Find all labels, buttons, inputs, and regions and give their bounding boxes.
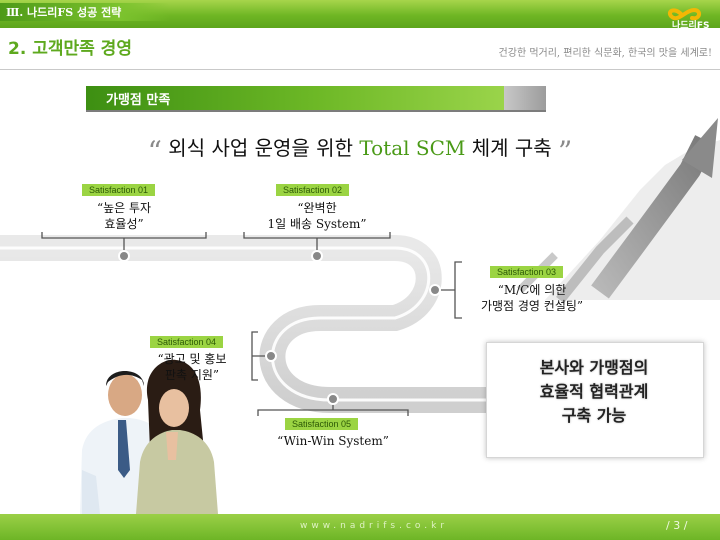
nadrifs-logo-icon (667, 7, 701, 21)
result-box (486, 342, 704, 458)
page-number: / 3 / (666, 519, 688, 532)
footer-bar (0, 514, 720, 540)
footer-url: www.nadrifs.co.kr (300, 521, 449, 531)
logo-text: 나드리FS (672, 21, 710, 31)
banner-bar-end (504, 86, 546, 110)
satisfaction-03-line2: 가맹점 경영 컨설팅” (480, 299, 584, 313)
satisfaction-05-text: “Win-Win System” (258, 433, 408, 449)
result-line3: 구축 가능 (561, 406, 627, 425)
headline-after: 체계 구축 (465, 136, 552, 160)
satisfaction-04-line1: “광고 및 홍보 (157, 352, 227, 366)
satisfaction-03-text: “M/C에 의한 가맹점 경영 컨설팅” (462, 282, 602, 314)
satisfaction-03-tag: Satisfaction 03 (490, 266, 564, 278)
satisfaction-02-text: “완벽한 1일 배송 System” (247, 200, 387, 232)
headline-before: 외식 사업 운영을 위한 (168, 136, 360, 160)
satisfaction-01-line2: 효율성” (104, 217, 144, 231)
satisfaction-04-tag: Satisfaction 04 (150, 336, 224, 348)
open-quote-icon: “ (147, 135, 162, 168)
header-divider (0, 69, 720, 70)
people-photo-icon (80, 359, 218, 514)
banner-label: 가맹점 만족 (106, 93, 171, 108)
slogan: 건강한 먹거리, 편리한 식문화, 한국의 맛을 세계로! (498, 48, 712, 59)
satisfaction-02-line1: “완벽한 (297, 201, 337, 215)
headline: “ 외식 사업 운영을 위한 Total SCM 체계 구축 ” (0, 132, 720, 168)
satisfaction-02-line2: 1일 배송 System” (267, 217, 367, 231)
satisfaction-05-line1: “Win-Win System” (277, 434, 389, 448)
banner-bar (86, 86, 504, 110)
satisfaction-04-text: “광고 및 홍보 판촉 지원” (132, 351, 252, 383)
satisfaction-01-line1: “높은 투자 (96, 201, 152, 215)
result-text: 본사와 가맹점의 효율적 협력관계 구축 가능 (486, 356, 702, 428)
satisfaction-04-line2: 판촉 지원” (164, 368, 220, 382)
result-line2: 효율적 협력관계 (539, 382, 649, 401)
satisfaction-03-line1: “M/C에 의한 (497, 283, 567, 297)
close-quote-icon: ” (558, 135, 573, 168)
section-tab (0, 3, 170, 21)
headline-highlight: Total SCM (359, 136, 466, 160)
page-title: 2. 고객만족 경영 (8, 39, 132, 59)
growth-arrow-icon (517, 118, 720, 304)
section-label: Ⅲ. 나드리FS 성공 전략 (6, 6, 122, 19)
banner-underline (86, 110, 546, 112)
satisfaction-01-text: “높은 투자 효율성” (64, 200, 184, 232)
scm-flow-diagram (0, 118, 720, 514)
satisfaction-02-tag: Satisfaction 02 (276, 184, 350, 196)
result-line1: 본사와 가맹점의 (539, 358, 649, 377)
satisfaction-01-tag: Satisfaction 01 (82, 184, 156, 196)
satisfaction-05-tag: Satisfaction 05 (285, 418, 359, 430)
